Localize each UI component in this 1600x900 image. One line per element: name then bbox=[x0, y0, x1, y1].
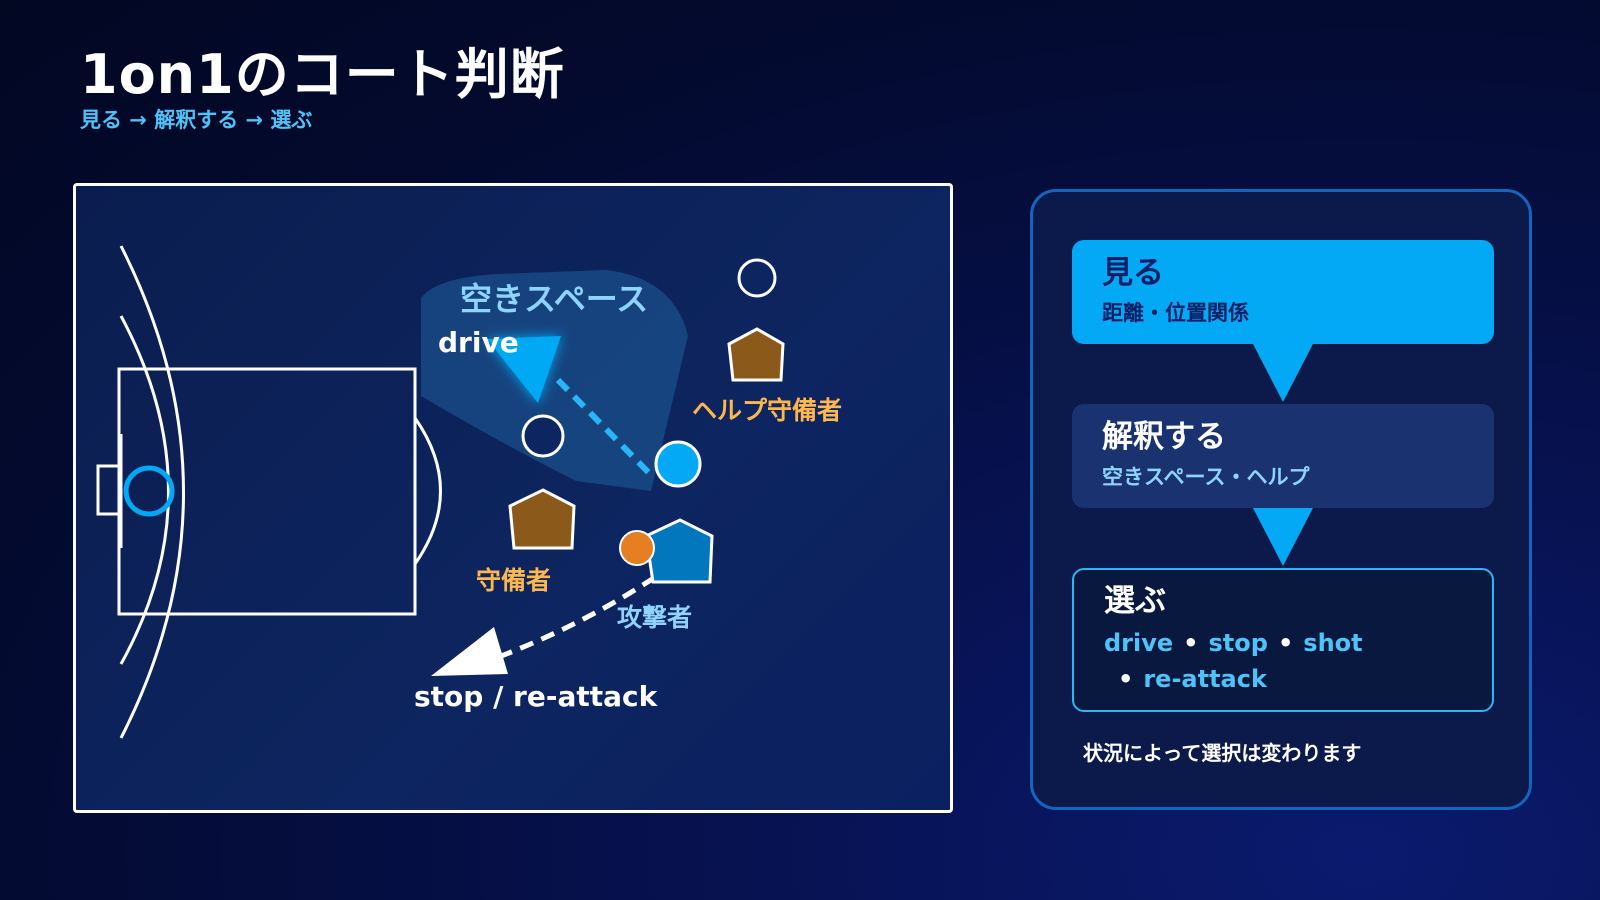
attacker-label: 攻撃者 bbox=[617, 603, 692, 632]
stop-reattack-label: stop / re-attack bbox=[414, 680, 659, 713]
attacker-head-icon bbox=[654, 440, 702, 488]
step-see-desc: 距離・位置関係 bbox=[1102, 300, 1249, 325]
step-interpret-desc: 空きスペース・ヘルプ bbox=[1102, 464, 1310, 489]
choice-list: drive • stop • shot • re-attack bbox=[1104, 625, 1462, 697]
three-point-arc-outer bbox=[119, 245, 185, 739]
court-diagram: 空きスペース drive ヘルプ守備者 守備者 攻撃者 stop / re-at… bbox=[73, 183, 953, 813]
defender-label: 守備者 bbox=[476, 566, 551, 595]
step-interpret: 解釈する 空きスペース・ヘルプ bbox=[1072, 404, 1494, 508]
open-space-label: 空きスペース bbox=[460, 280, 648, 318]
step-interpret-title: 解釈する bbox=[1102, 419, 1226, 455]
drive-arrow-icon bbox=[487, 336, 561, 403]
stop-arrow-icon bbox=[431, 627, 508, 676]
step-choose: 選ぶ drive • stop • shot • re-attack bbox=[1072, 568, 1494, 712]
step-choose-title: 選ぶ bbox=[1104, 583, 1166, 619]
choice-reattack: re-attack bbox=[1143, 664, 1267, 693]
choice-drive: drive bbox=[1104, 628, 1174, 657]
free-throw-arc bbox=[413, 417, 442, 565]
attacker-body-icon bbox=[644, 518, 714, 584]
page-title: 1on1のコート判断 bbox=[80, 43, 565, 106]
panel-note: 状況によって選択は変わります bbox=[1083, 741, 1362, 765]
choice-stop: stop bbox=[1208, 628, 1268, 657]
open-space-area bbox=[421, 270, 688, 491]
choice-line-2: • re-attack bbox=[1104, 661, 1462, 697]
flow-arrow-down-icon bbox=[1253, 508, 1313, 566]
hoop-icon bbox=[123, 465, 175, 517]
choice-separator: • bbox=[1183, 628, 1199, 657]
hoop-bracket bbox=[96, 464, 122, 516]
choice-separator: • bbox=[1118, 664, 1134, 693]
help-defender-body-icon bbox=[727, 327, 785, 382]
step-see-title: 見る bbox=[1102, 255, 1164, 291]
drive-label: drive bbox=[438, 326, 519, 359]
help-defender-head-icon bbox=[737, 258, 777, 298]
page-subtitle: 見る → 解釈する → 選ぶ bbox=[80, 108, 313, 132]
choice-separator: • bbox=[1277, 628, 1294, 657]
defender-head-icon bbox=[521, 414, 565, 458]
help-defender-label: ヘルプ守備者 bbox=[692, 396, 842, 425]
defender-body-icon bbox=[508, 488, 576, 550]
court-svg: 空きスペース drive ヘルプ守備者 守備者 攻撃者 stop / re-at… bbox=[96, 245, 842, 739]
flow-arrow-down-icon bbox=[1253, 344, 1313, 402]
decision-flow-panel: 見る 距離・位置関係 解釈する 空きスペース・ヘルプ 選ぶ drive • stop… bbox=[1030, 189, 1532, 810]
ball-icon bbox=[619, 530, 655, 566]
paint-key bbox=[117, 367, 417, 616]
step-see: 見る 距離・位置関係 bbox=[1072, 240, 1494, 344]
three-point-arc-inner bbox=[119, 315, 170, 665]
choice-shot: shot bbox=[1303, 628, 1363, 657]
